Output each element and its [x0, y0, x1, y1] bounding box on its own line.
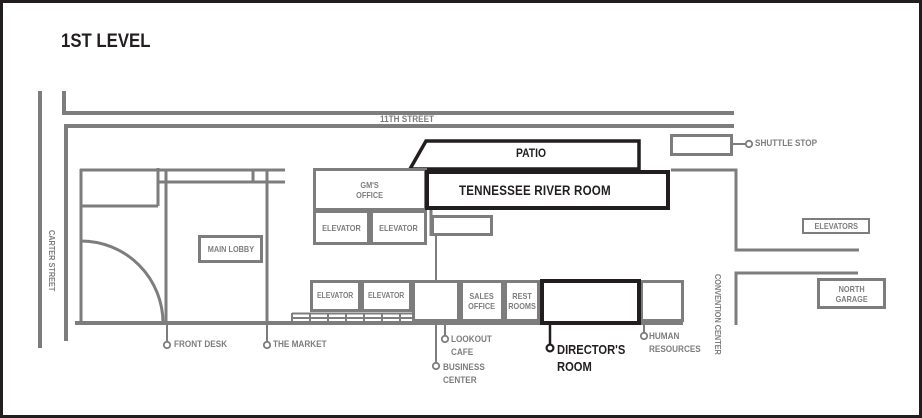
- directors-room-marker: [545, 343, 555, 353]
- room-elevators-east: ELEVATORS: [802, 218, 870, 234]
- patio-outline: [406, 139, 641, 171]
- room-elevator-upper-2: ELEVATOR: [370, 210, 427, 245]
- room-tennessee-river: TENNESSEE RIVER ROOM: [425, 170, 670, 210]
- shuttle-stop-box: [670, 134, 733, 156]
- room-elevator-lower-1: ELEVATOR: [310, 280, 361, 312]
- callout-front-desk: FRONT DESK: [174, 339, 228, 350]
- room-elevator-upper-1: ELEVATOR: [313, 210, 370, 245]
- curved-wall: [80, 239, 165, 324]
- callout-markers: [162, 139, 754, 371]
- room-cell-2: [640, 280, 684, 322]
- floor-plan-walls: [38, 91, 859, 371]
- street-lines: [38, 91, 734, 348]
- street-label-11th: 11TH STREET: [380, 114, 435, 125]
- callout-shuttle-stop: SHUTTLE STOP: [755, 138, 818, 149]
- street-label-carter: CARTER STREET: [47, 230, 57, 292]
- room-main-lobby: MAIN LOBBY: [198, 235, 263, 263]
- room-patio-label: PATIO: [515, 146, 546, 160]
- page-title: 1ST LEVEL: [61, 30, 151, 52]
- room-unlabeled-annex: [431, 215, 493, 236]
- room-directors: [540, 279, 641, 325]
- room-elevator-lower-2: ELEVATOR: [361, 280, 412, 312]
- convention-center-label: CONVENTION CENTER: [713, 274, 723, 355]
- callout-the-market: THE MARKET: [273, 339, 327, 350]
- room-cell-1: [412, 280, 460, 322]
- stairs-hatching: [291, 312, 415, 324]
